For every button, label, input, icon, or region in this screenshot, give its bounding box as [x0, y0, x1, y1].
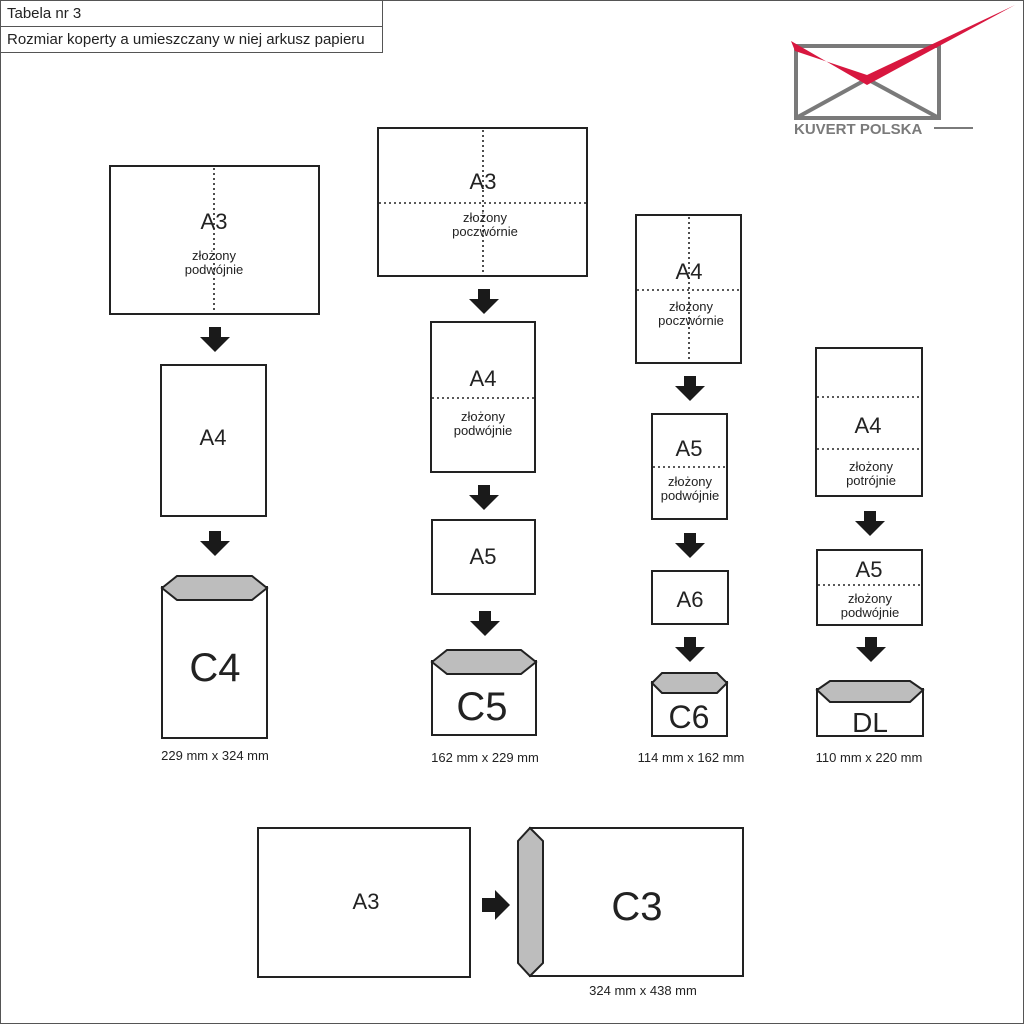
sheet-note: złożony: [463, 210, 508, 225]
sheet-note: podwójnie: [454, 423, 513, 438]
logo-wordmark: KUVERT POLSKA: [794, 121, 923, 138]
arrow-down-icon: [675, 376, 705, 401]
sheet-a6: A6: [651, 570, 729, 625]
sheet-a3: A3: [257, 827, 471, 978]
sheet-note: poczwórnie: [452, 224, 518, 239]
arrow-right-icon: [482, 890, 510, 920]
envelope-c5: C5: [430, 649, 538, 736]
row-c3: A3 C3 324 mm x 438 mm: [257, 826, 744, 998]
sheet-note: potrójnie: [846, 473, 896, 488]
envelope-label: C4: [189, 646, 240, 690]
envelope-c4: C4: [160, 575, 269, 739]
column-c4: A3 złożony podwójnie A4 C4 229 mm x 324 …: [109, 165, 320, 763]
envelope-size: 110 mm x 220 mm: [816, 750, 923, 765]
sheet-note: podwójnie: [841, 605, 900, 620]
sheet-note: złożony: [461, 409, 506, 424]
sheet-a3-folded-twice: A3 złożony podwójnie: [109, 165, 320, 315]
table-title: Rozmiar koperty a umieszczany w niej ark…: [1, 26, 382, 52]
envelope-label: C5: [456, 685, 507, 729]
envelope-label: C3: [611, 885, 662, 929]
sheet-label: A5: [856, 557, 883, 582]
table-header: Tabela nr 3 Rozmiar koperty a umieszczan…: [1, 1, 383, 53]
arrow-down-icon: [856, 637, 886, 662]
envelope-size: 114 mm x 162 mm: [638, 750, 745, 765]
sheet-label: A4: [470, 366, 497, 391]
sheet-a4-folded-four: A4 złożony poczwórnie: [635, 214, 742, 364]
envelope-size: 324 mm x 438 mm: [589, 983, 697, 998]
sheet-a5-folded-twice: A5 złożony podwójnie: [651, 413, 728, 520]
sheet-label: A3: [201, 209, 228, 234]
sheet-a5-folded-twice: A5 złożony podwójnie: [816, 549, 923, 626]
envelope-check-logo-icon: [791, 5, 1015, 120]
sheet-label: A4: [676, 259, 703, 284]
envelope-size: 229 mm x 324 mm: [161, 748, 269, 763]
sheet-a5: A5: [431, 519, 536, 595]
sheet-label: A3: [470, 169, 497, 194]
arrow-down-icon: [470, 611, 500, 636]
sheet-note: złożony: [668, 474, 713, 489]
envelope-c3: C3: [517, 826, 744, 978]
sheet-label: A6: [677, 587, 704, 612]
sheet-note: podwójnie: [661, 488, 720, 503]
envelope-size: 162 mm x 229 mm: [431, 750, 539, 765]
sheet-label: A5: [470, 544, 497, 569]
arrow-down-icon: [200, 531, 230, 556]
sheet-a3-folded-four: A3 złożony poczwórnie: [377, 127, 588, 277]
column-c5: A3 złożony poczwórnie A4 złożony podwójn…: [377, 127, 588, 765]
sheet-note: podwójnie: [185, 262, 244, 277]
sheet-label: A4: [200, 425, 227, 450]
table-number: Tabela nr 3: [7, 5, 82, 22]
sheet-label: A3: [353, 889, 380, 914]
sheet-a4-folded-twice: A4 złożony podwójnie: [430, 321, 536, 473]
arrow-down-icon: [855, 511, 885, 536]
arrow-down-icon: [200, 327, 230, 352]
sheet-label: A4: [855, 413, 882, 438]
sheet-note: poczwórnie: [658, 313, 724, 328]
sheet-note: złożony: [849, 459, 894, 474]
column-dl: A4 złożony potrójnie A5 złożony podwójni…: [815, 347, 925, 765]
arrow-down-icon: [675, 637, 705, 662]
sheet-label: A5: [676, 436, 703, 461]
sheet-note: złożony: [848, 591, 893, 606]
sheet-a4-folded-three: A4 złożony potrójnie: [815, 347, 923, 497]
arrow-down-icon: [469, 485, 499, 510]
column-c6: A4 złożony poczwórnie A5 złożony podwójn…: [635, 214, 745, 765]
envelope-dl: DL: [815, 680, 925, 738]
sheet-a4: A4: [160, 364, 267, 517]
arrow-down-icon: [469, 289, 499, 314]
envelope-label: C6: [669, 699, 710, 735]
sheet-note: złożony: [192, 248, 237, 263]
kuvert-polska-logo: KUVERT POLSKA: [791, 5, 1015, 138]
sheet-note: złożony: [669, 299, 714, 314]
envelope-label: DL: [852, 707, 888, 738]
envelope-c6: C6: [650, 672, 729, 737]
arrow-down-icon: [675, 533, 705, 558]
